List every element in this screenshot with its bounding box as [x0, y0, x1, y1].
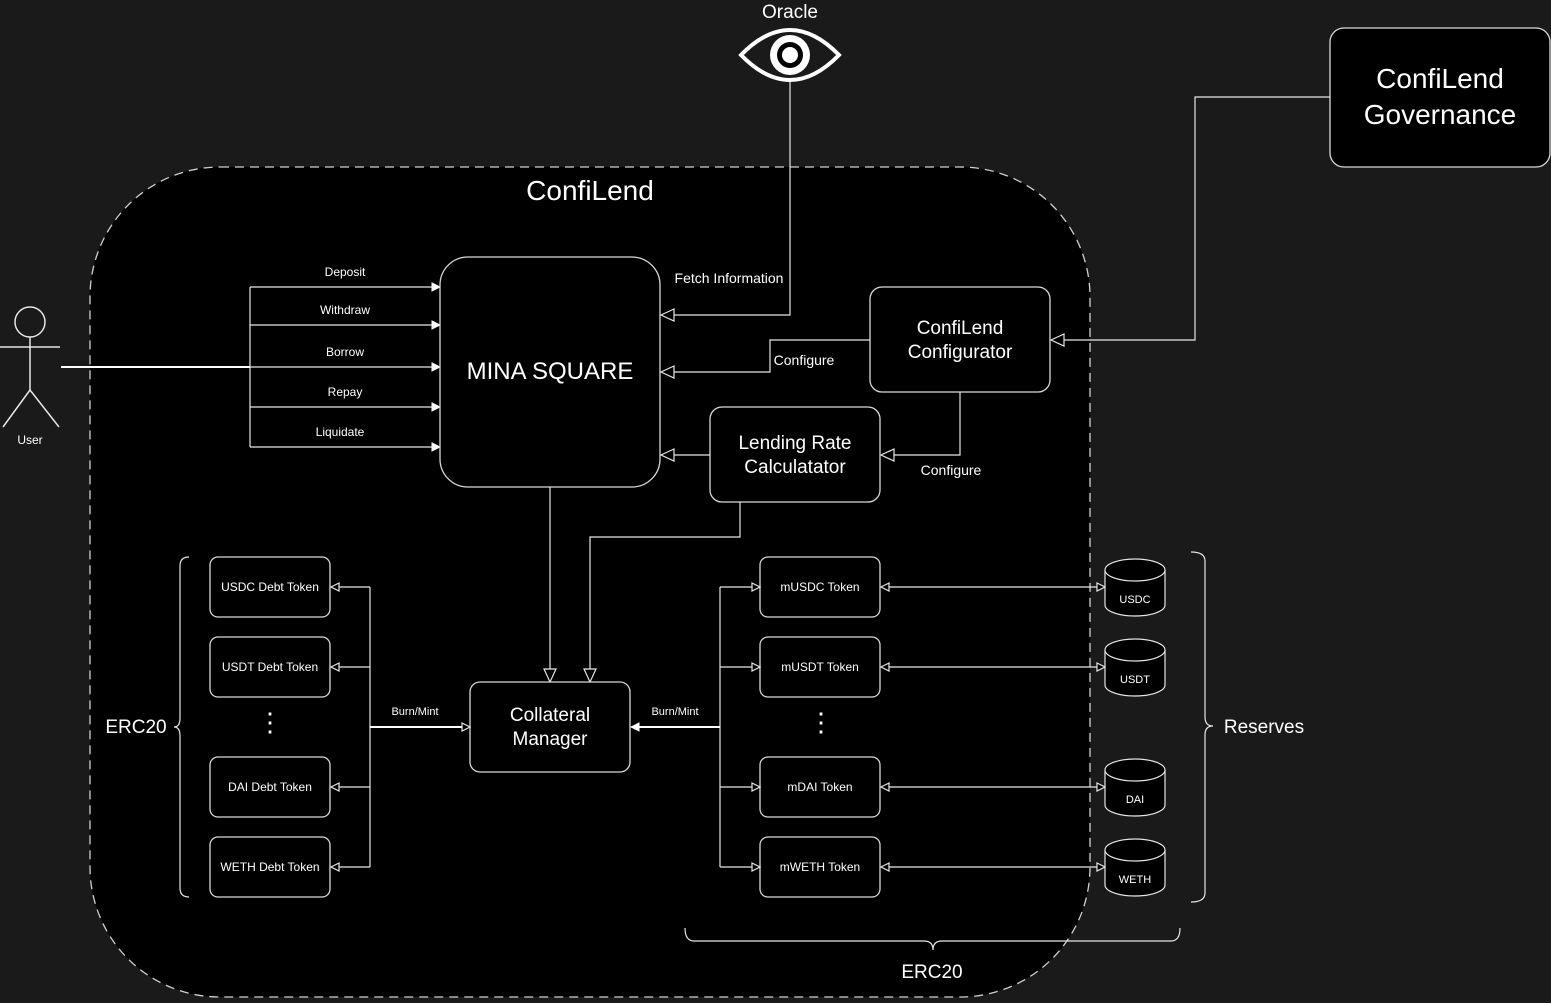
- configure-rate-label: Configure: [921, 462, 982, 478]
- configurator-line1: ConfiLend: [917, 318, 1004, 339]
- reserve-usdc-label: USDC: [1119, 594, 1150, 606]
- debt-token-dai-label: DAI Debt Token: [228, 780, 312, 794]
- rate-calc-line2: Calculatator: [744, 457, 846, 478]
- collateral-line2: Manager: [513, 729, 589, 750]
- action-repay-label: Repay: [328, 385, 363, 399]
- user-label: User: [17, 433, 42, 447]
- action-withdraw-label: Withdraw: [320, 303, 370, 317]
- configurator-line2: Configurator: [908, 342, 1013, 363]
- governance-line2: Governance: [1364, 99, 1517, 130]
- reserve-usdt-cylinder: [1104, 638, 1166, 697]
- user-action-connectors: [61, 282, 442, 452]
- core-collateral-edge: [543, 487, 557, 684]
- container-title: ConfiLend: [526, 175, 654, 206]
- rate-core-edge: [659, 448, 710, 462]
- configure-rate-edge: [879, 392, 961, 462]
- m-token-ellipsis: ⋮: [808, 707, 834, 737]
- governance-configurator-edge: [1049, 96, 1330, 347]
- reserve-weth-label: WETH: [1119, 874, 1151, 886]
- erc20-left-brace: [173, 556, 190, 898]
- governance-line1: ConfiLend: [1376, 63, 1504, 94]
- mina-square-label: MINA SQUARE: [467, 358, 634, 385]
- collateral-debt-edges: [329, 582, 472, 872]
- m-token-weth-label: mWETH Token: [780, 860, 860, 874]
- reserve-usdc-cylinder: [1104, 558, 1166, 617]
- rate-collateral-edge: [583, 502, 741, 684]
- configurator-box: [869, 286, 1051, 393]
- reserve-dai-cylinder: [1104, 758, 1166, 817]
- erc20-bottom-label: ERC20: [901, 962, 962, 983]
- debt-token-usdt-label: USDT Debt Token: [222, 660, 318, 674]
- collateral-manager-box: [469, 681, 631, 773]
- reserves-label: Reserves: [1224, 717, 1304, 738]
- m-token-collateral-edges: [629, 582, 762, 872]
- erc20-left-label: ERC20: [105, 717, 166, 738]
- m-token-usdt-label: mUSDT Token: [781, 660, 859, 674]
- configure-core-edge: [659, 339, 870, 379]
- oracle-fetch-edge: [659, 82, 791, 322]
- burn-mint-right-label: Burn/Mint: [651, 706, 698, 718]
- action-deposit-label: Deposit: [325, 265, 366, 279]
- reserve-dai-label: DAI: [1126, 794, 1144, 806]
- m-token-reserve-edges: [879, 582, 1107, 872]
- configure-core-label: Configure: [774, 352, 835, 368]
- lending-rate-calculator-box: [709, 406, 881, 503]
- m-token-usdc-label: mUSDC Token: [780, 580, 859, 594]
- action-liquidate-label: Liquidate: [316, 425, 365, 439]
- m-token-dai-label: mDAI Token: [787, 780, 852, 794]
- action-borrow-label: Borrow: [326, 345, 364, 359]
- oracle-label: Oracle: [762, 2, 818, 23]
- debt-token-weth-label: WETH Debt Token: [220, 860, 319, 874]
- collateral-line1: Collateral: [510, 705, 590, 726]
- debt-token-usdc-label: USDC Debt Token: [221, 580, 319, 594]
- debt-ellipsis: ⋮: [257, 707, 283, 737]
- reserve-weth-cylinder: [1104, 838, 1166, 897]
- user-actor-icon: [0, 306, 60, 428]
- governance-box: [1329, 27, 1551, 168]
- eye-icon: [738, 28, 842, 82]
- burn-mint-left-label: Burn/Mint: [391, 706, 438, 718]
- fetch-information-label: Fetch Information: [675, 270, 784, 286]
- reserve-usdt-label: USDT: [1120, 674, 1150, 686]
- rate-calc-line1: Lending Rate: [738, 433, 851, 454]
- reserves-brace: [1190, 551, 1214, 903]
- erc20-bottom-brace: [684, 927, 1181, 951]
